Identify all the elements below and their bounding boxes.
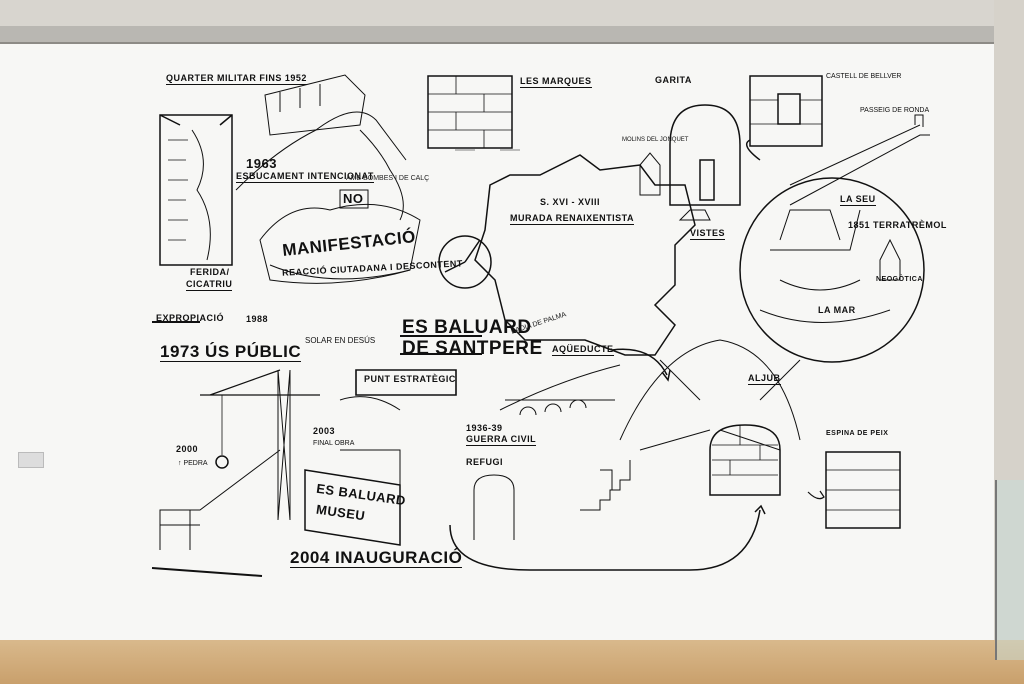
punt-estrategic-box (355, 369, 457, 396)
label-aqueducte: AQÜEDUCTE (552, 344, 614, 356)
glass-railing (995, 480, 1024, 660)
aqueduct-arrow (611, 348, 668, 376)
protest-drawing (259, 189, 421, 284)
label-no: NO (343, 191, 364, 206)
ceiling (0, 0, 1024, 26)
stairs-drawing (473, 460, 631, 540)
label-segles: S. XVI - XVIII (540, 197, 601, 207)
label-les-marques: LES MARQUES (520, 76, 592, 88)
cathedral-circle-drawing (739, 177, 925, 363)
herringbone-wall-drawing (807, 451, 901, 529)
label-passeig: PASSEIG DE RONDA (860, 107, 930, 114)
label-solar: SOLAR EN DESÚS (305, 336, 376, 345)
label-murada: MURADA RENAIXENTISTA (510, 213, 634, 225)
label-molins: MOLINS DEL JONQUET (622, 137, 689, 143)
label-punt-estrategic: PUNT ESTRATÈGIC (364, 374, 456, 384)
label-guerra-civil: GUERRA CIVIL (466, 434, 537, 446)
wall-plaque (18, 452, 44, 468)
timeline-arrow-head (754, 504, 766, 515)
label-la-seu: LA SEU (840, 194, 876, 206)
bellver-window-drawing (746, 75, 823, 161)
label-1988: 1988 (246, 314, 269, 324)
label-la-mar: LA MAR (818, 305, 856, 315)
label-espina: ESPINA DE PEIX (826, 430, 889, 437)
museum-sign-drawing (304, 469, 401, 546)
label-1936: 1936-39 (466, 423, 503, 433)
label-cicatriu: CICATRIU (186, 279, 233, 291)
cliff-drawing (359, 129, 404, 221)
garita-drawing (639, 104, 741, 221)
label-neogotica: NEOGÒTICA (876, 276, 923, 283)
label-amb-bombes: AMB BOMBES I DE CALÇ (346, 175, 430, 182)
wall-niche-drawing (159, 114, 233, 266)
label-inauguracio: 2004 INAUGURACIÓ (290, 548, 463, 568)
compass-drawing (438, 235, 492, 289)
label-esbucament: ESBUCAMENT INTENCIONAT (236, 171, 374, 183)
label-final-obra: FINAL OBRA (313, 440, 355, 447)
ronda-wall-drawing (789, 114, 930, 206)
cistern-arch-drawing (709, 424, 781, 496)
label-aljub: ALJUB (748, 373, 781, 385)
aqueduct-arrow-head (661, 369, 671, 382)
aqueduct-drawing (499, 364, 621, 416)
bastion-outline (474, 154, 696, 356)
label-es-baluard: ES BALUARD (402, 317, 532, 338)
tunnel-drawing (619, 339, 801, 451)
label-vistes: VISTES (690, 228, 726, 240)
label-2000: 2000 (176, 444, 199, 454)
wooden-floor (0, 640, 1024, 684)
label-expropiacio: EXPROPIACIÓ (156, 313, 225, 323)
stone-marks-drawing (427, 75, 520, 151)
label-pedra: ↑ PEDRA (178, 460, 208, 467)
label-refugi: REFUGI (466, 457, 504, 467)
label-terratremol: 1851 TERRATRÈMOL (848, 220, 947, 230)
ruins-drawing (159, 396, 401, 550)
label-garita: GARITA (655, 75, 692, 85)
castle-hill-drawing (235, 74, 407, 191)
label-quarter: QUARTER MILITAR FINS 1952 (166, 73, 307, 85)
label-de-santpere: DE SANTPERE (402, 338, 543, 359)
label-us-public: 1973 ÚS PÚBLIC (160, 342, 302, 362)
timeline-curve (449, 509, 761, 571)
lighting-rail (0, 26, 994, 44)
crane-drawing (200, 369, 320, 521)
underline-bottom-left (151, 567, 263, 577)
label-castell: CASTELL DE BELLVER (826, 73, 902, 80)
label-ferida: FERIDA/ (190, 267, 230, 277)
label-2003: 2003 (313, 426, 336, 436)
label-1963: 1963 (246, 156, 277, 171)
mural-wall (0, 44, 994, 640)
